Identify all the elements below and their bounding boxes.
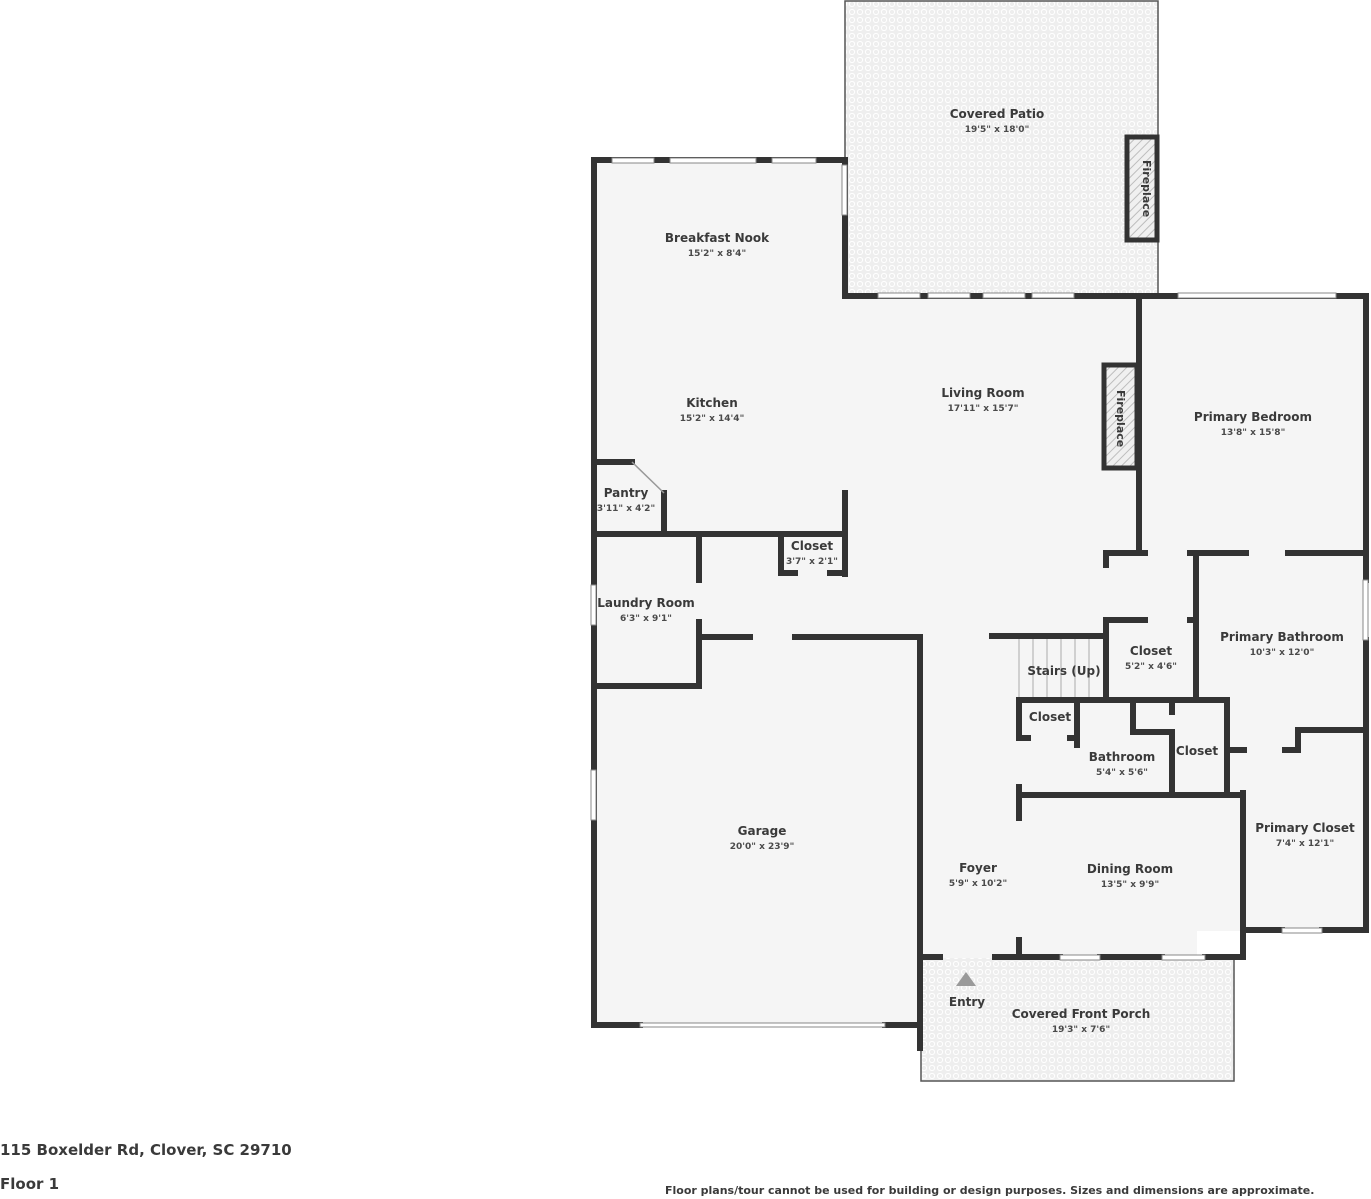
room-dims: 15'2" x 14'4": [680, 414, 745, 424]
room-name: Pantry: [604, 486, 649, 500]
room-closet-small-left: Closet: [1029, 710, 1071, 724]
property-address: 115 Boxelder Rd, Clover, SC 29710: [0, 1141, 292, 1159]
entry-arrow-icon: [956, 972, 976, 986]
fireplace-patio-label: Fireplace: [1140, 160, 1153, 217]
room-name: Closet: [1130, 644, 1172, 658]
room-name: Closet: [791, 539, 833, 553]
room-bathroom: Bathroom 5'4" x 5'6": [1089, 750, 1155, 778]
room-kitchen: Kitchen 15'2" x 14'4": [680, 396, 745, 424]
room-name: Kitchen: [686, 396, 738, 410]
room-covered-front-porch: Covered Front Porch 19'3" x 7'6": [1012, 1007, 1151, 1035]
room-name: Foyer: [959, 861, 997, 875]
windows: [590, 157, 1369, 1028]
room-dims: 13'5" x 9'9": [1101, 880, 1159, 890]
room-name: Primary Closet: [1255, 821, 1355, 835]
room-living-room: Living Room 17'11" x 15'7": [941, 386, 1024, 414]
covered-patio-area: [844, 0, 1159, 297]
room-closet-small-right: Closet: [1176, 744, 1218, 758]
room-name: Laundry Room: [597, 596, 695, 610]
room-pantry: Pantry 3'11" x 4'2": [597, 486, 655, 514]
room-garage: Garage 20'0" x 23'9": [730, 824, 795, 852]
room-name: Stairs (Up): [1027, 664, 1100, 678]
room-foyer: Foyer 5'9" x 10'2": [949, 861, 1007, 889]
room-dims: 6'3" x 9'1": [620, 614, 672, 624]
room-dims: 15'2" x 8'4": [688, 249, 746, 259]
room-name: Covered Front Porch: [1012, 1007, 1151, 1021]
room-dims: 13'8" x 15'8": [1221, 428, 1286, 438]
floor-label: Floor 1: [0, 1175, 60, 1193]
room-name: Garage: [738, 824, 787, 838]
fireplace-living: Fireplace: [1101, 362, 1140, 471]
entry-marker: Entry: [949, 972, 985, 1009]
room-name: Primary Bedroom: [1194, 410, 1312, 424]
room-closet-hall: Closet 3'7" x 2'1": [786, 539, 838, 567]
room-dims: 3'7" x 2'1": [786, 557, 838, 567]
room-primary-bathroom: Primary Bathroom 10'3" x 12'0": [1220, 630, 1344, 658]
stairs-treads: [1018, 637, 1090, 698]
room-stairs: Stairs (Up): [1027, 664, 1100, 678]
room-dims: 5'4" x 5'6": [1096, 768, 1148, 778]
room-dims: 17'11" x 15'7": [948, 404, 1019, 414]
room-primary-bedroom: Primary Bedroom 13'8" x 15'8": [1194, 410, 1312, 438]
room-covered-patio: Covered Patio 19'5" x 18'0": [950, 107, 1045, 135]
fireplace-living-label: Fireplace: [1114, 390, 1127, 447]
room-name: Covered Patio: [950, 107, 1045, 121]
interior-floor: [594, 160, 1366, 1027]
room-closet-mid: Closet 5'2" x 4'6": [1125, 644, 1177, 672]
room-name: Bathroom: [1089, 750, 1155, 764]
room-name: Living Room: [941, 386, 1024, 400]
room-laundry-room: Laundry Room 6'3" x 9'1": [597, 596, 695, 624]
fireplace-patio: Fireplace: [1124, 134, 1160, 243]
room-dims: 7'4" x 12'1": [1276, 839, 1334, 849]
room-dims: 20'0" x 23'9": [730, 842, 795, 852]
room-dims: 5'2" x 4'6": [1125, 662, 1177, 672]
room-primary-closet: Primary Closet 7'4" x 12'1": [1255, 821, 1355, 849]
room-dining-room: Dining Room 13'5" x 9'9": [1087, 862, 1173, 890]
room-dims: 19'3" x 7'6": [1052, 1025, 1110, 1035]
room-name: Closet: [1176, 744, 1218, 758]
entry-label: Entry: [949, 995, 985, 1009]
room-name: Dining Room: [1087, 862, 1173, 876]
room-dims: 19'5" x 18'0": [965, 125, 1030, 135]
room-name: Breakfast Nook: [665, 231, 770, 245]
room-name: Primary Bathroom: [1220, 630, 1344, 644]
room-breakfast-nook: Breakfast Nook 15'2" x 8'4": [665, 231, 770, 259]
room-name: Closet: [1029, 710, 1071, 724]
room-dims: 10'3" x 12'0": [1250, 648, 1315, 658]
covered-front-porch-area: [920, 956, 1235, 1082]
room-dims: 5'9" x 10'2": [949, 879, 1007, 889]
disclaimer-text: Floor plans/tour cannot be used for buil…: [665, 1184, 1315, 1197]
room-dims: 3'11" x 4'2": [597, 504, 655, 514]
